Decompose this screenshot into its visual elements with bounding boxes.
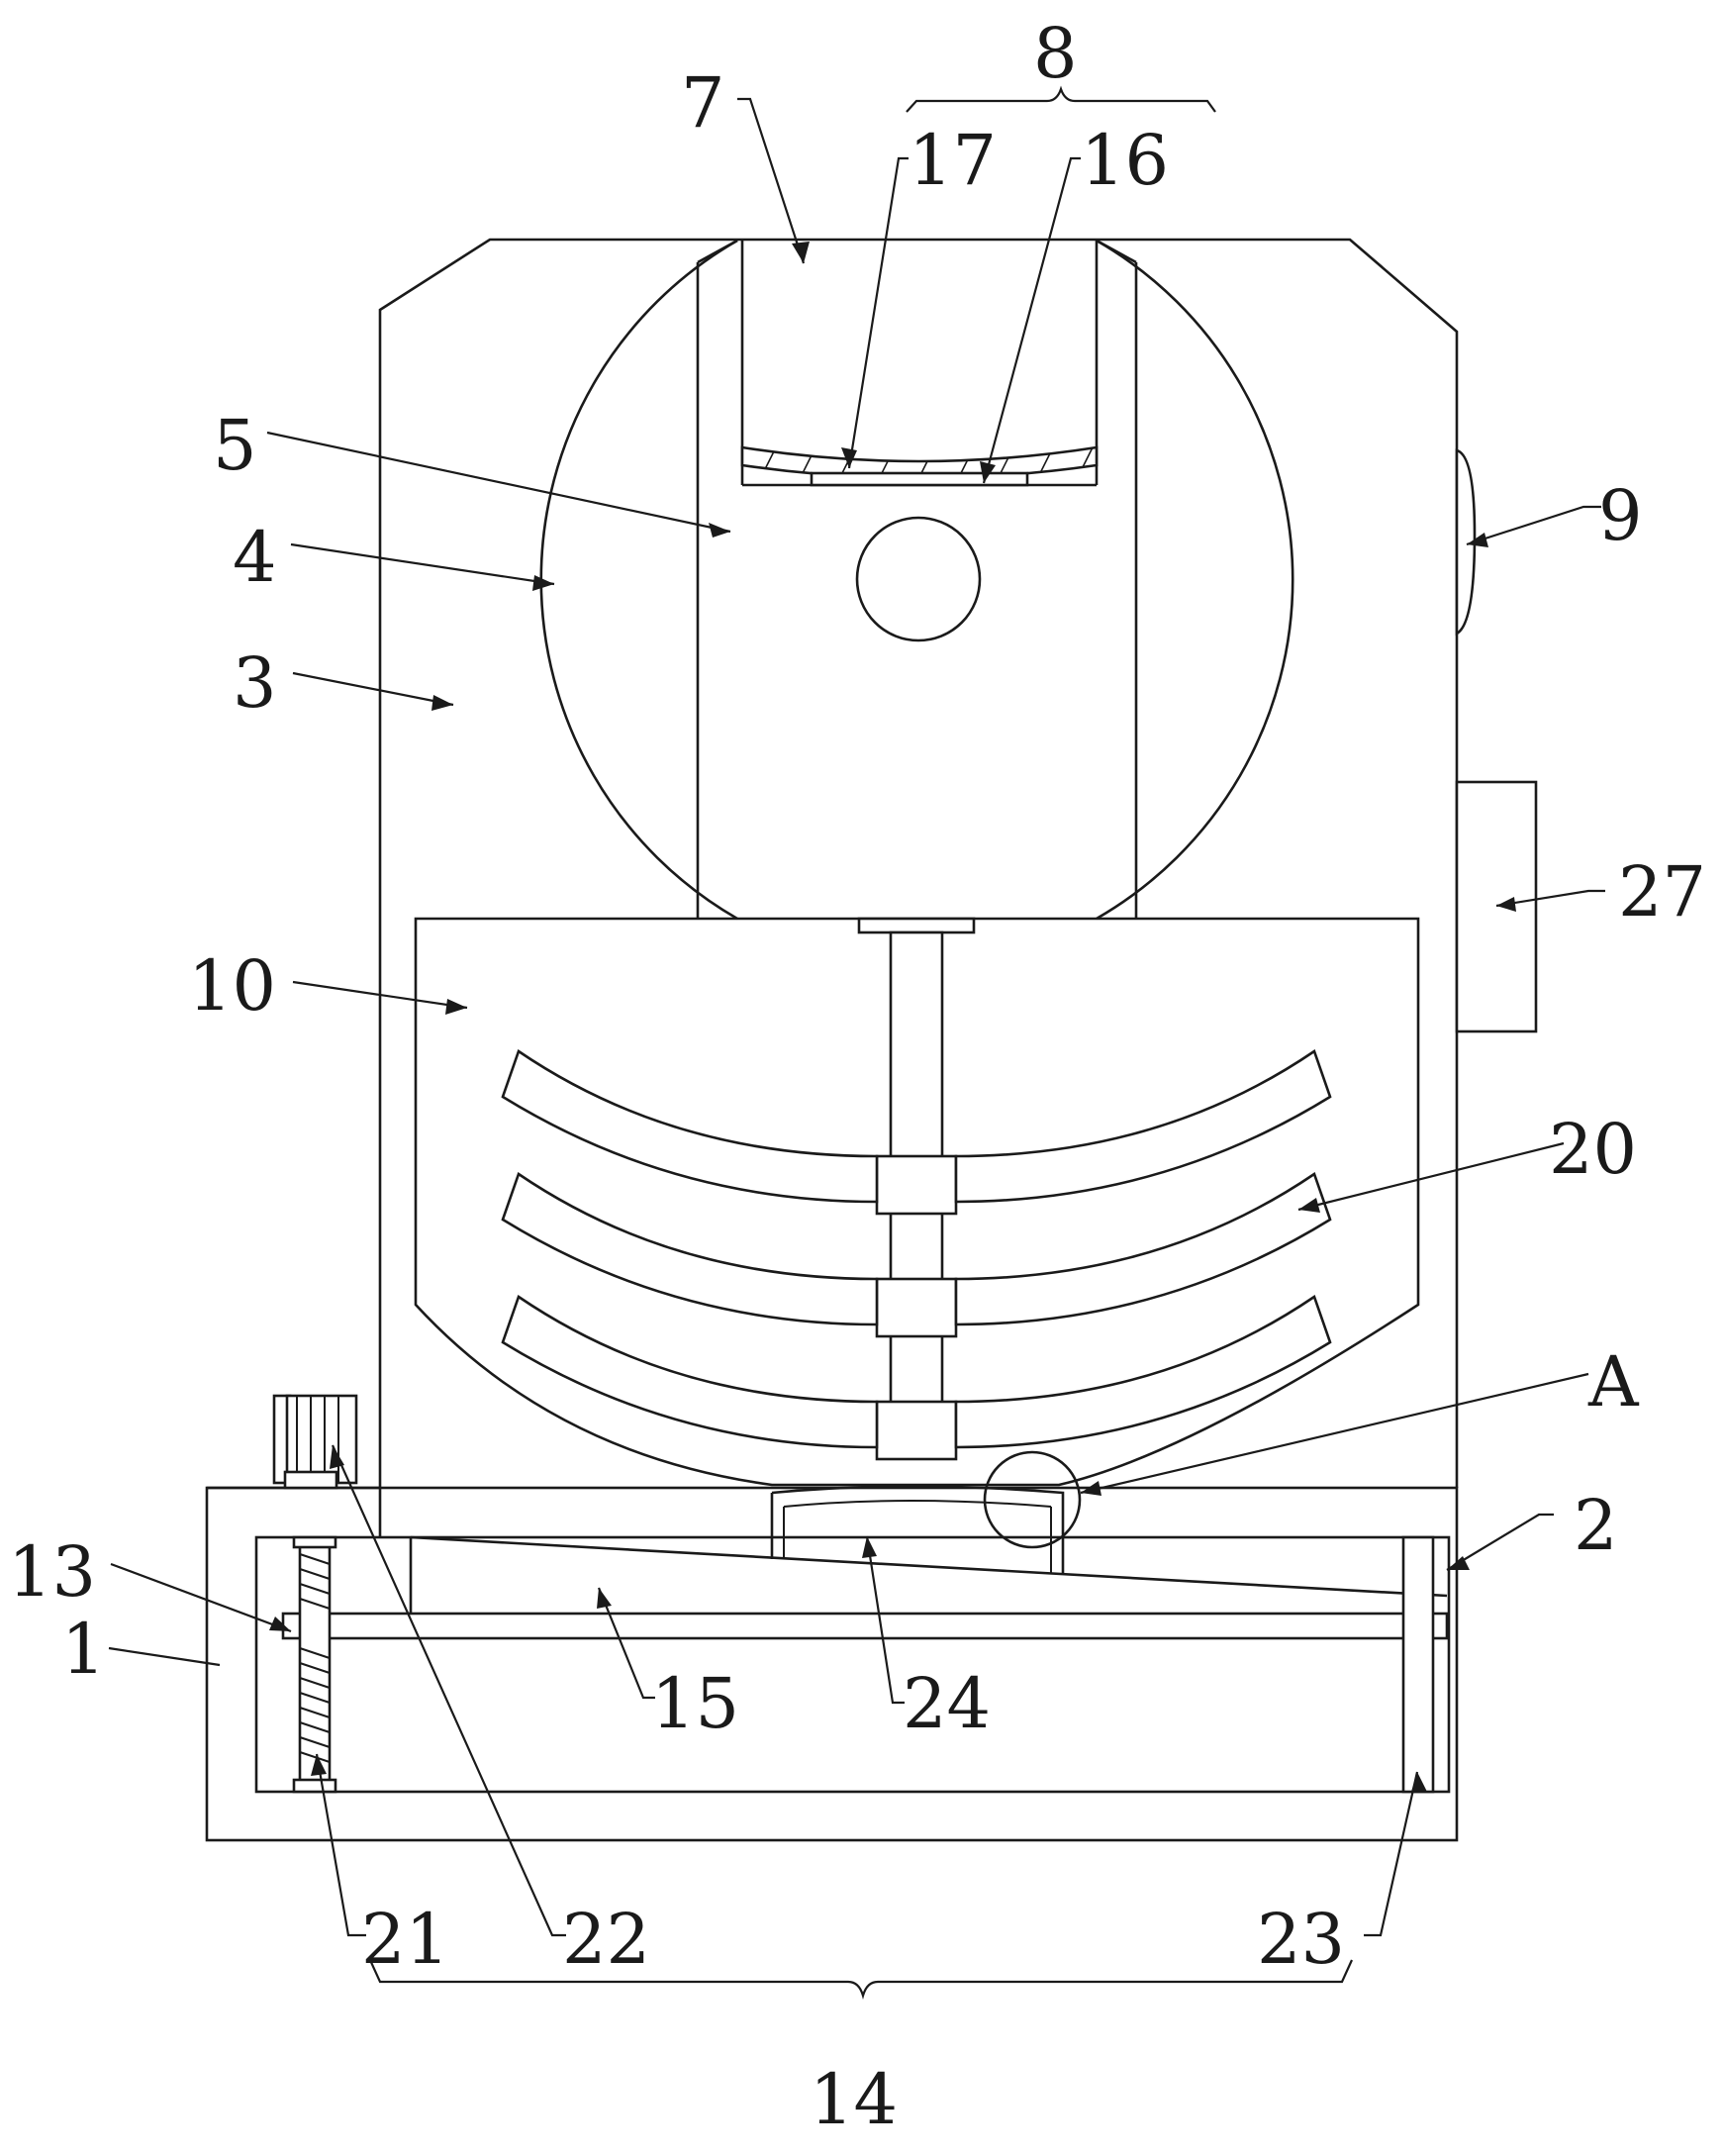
label-14: 14 <box>810 2059 898 2140</box>
label-2: 2 <box>1574 1485 1618 1566</box>
label-4: 4 <box>233 517 277 598</box>
label-3: 3 <box>233 642 277 724</box>
label-16: 16 <box>1081 120 1169 201</box>
detail-circle-a <box>985 1452 1080 1547</box>
label-17: 17 <box>909 120 997 201</box>
base-frame <box>207 1488 1457 1840</box>
label-21: 21 <box>361 1899 449 1980</box>
slide-rail <box>283 1614 1447 1638</box>
label-7: 7 <box>681 62 725 144</box>
motor <box>274 1396 356 1488</box>
label-10: 10 <box>188 945 276 1027</box>
label-22: 22 <box>562 1899 650 1980</box>
drum-hub <box>857 518 980 640</box>
leader-lines <box>109 99 1605 1935</box>
reference-numerals: 8 7 17 16 5 9 4 3 27 10 20 A 2 13 1 15 2… <box>8 13 1706 2140</box>
label-20: 20 <box>1549 1109 1637 1190</box>
label-1: 1 <box>61 1609 106 1690</box>
label-27: 27 <box>1618 851 1706 932</box>
label-A: A <box>1587 1341 1640 1422</box>
brace-14 <box>370 1960 1352 1996</box>
inclined-tray <box>283 1537 1447 1792</box>
label-5: 5 <box>213 405 257 486</box>
label-23: 23 <box>1257 1899 1345 1980</box>
sieve-plate <box>812 473 1027 485</box>
label-13: 13 <box>8 1531 96 1613</box>
label-24: 24 <box>903 1663 991 1744</box>
label-15: 15 <box>651 1663 739 1744</box>
feed-hopper <box>742 241 1097 485</box>
drum <box>541 241 1293 919</box>
lead-screw <box>294 1537 335 1792</box>
control-box <box>1457 782 1536 1031</box>
label-9: 9 <box>1598 475 1643 556</box>
label-8: 8 <box>1033 13 1078 94</box>
